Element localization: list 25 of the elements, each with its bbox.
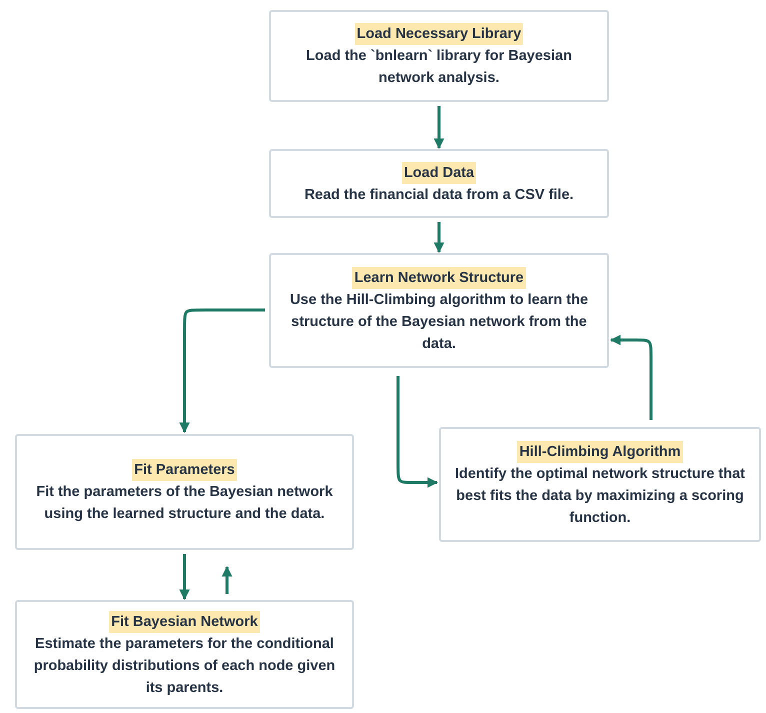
step-description: Read the financial data from a CSV file. — [304, 186, 574, 204]
step-title: Load Necessary Library — [354, 23, 524, 45]
step-title: Learn Network Structure — [352, 266, 526, 288]
step-title: Fit Bayesian Network — [109, 610, 260, 632]
process-box — [439, 427, 761, 542]
process-box — [269, 149, 609, 218]
step-description: Fit the parameters of the Bayesian network using the learned structure and the data. — [35, 483, 334, 524]
step-description: Load the `bnlearn` library for Bayesian network analysis. — [305, 47, 573, 88]
arrow — [610, 334, 652, 420]
step-title: Load Data — [402, 162, 476, 184]
process-box — [269, 10, 609, 102]
step-description: Use the Hill-Climbing algorithm to learn the structure of the Bayesian network from the data. — [288, 290, 590, 354]
process-box — [15, 600, 354, 709]
step-description: Estimate the parameters for the conditional probability distributions of each node given its parents. — [32, 634, 336, 698]
arrow — [434, 222, 444, 254]
arrow — [179, 554, 190, 600]
process-box — [269, 253, 609, 368]
step-title: Fit Parameters — [132, 459, 237, 481]
step-description: Identify the optimal network structure that best fits the data by maximizing a scoring function. — [454, 464, 746, 528]
arrow — [222, 566, 232, 594]
process-box — [15, 434, 354, 550]
step-title: Hill-Climbing Algorithm — [517, 440, 683, 462]
arrow — [179, 308, 265, 434]
arrow — [396, 376, 438, 488]
arrow — [434, 106, 444, 150]
